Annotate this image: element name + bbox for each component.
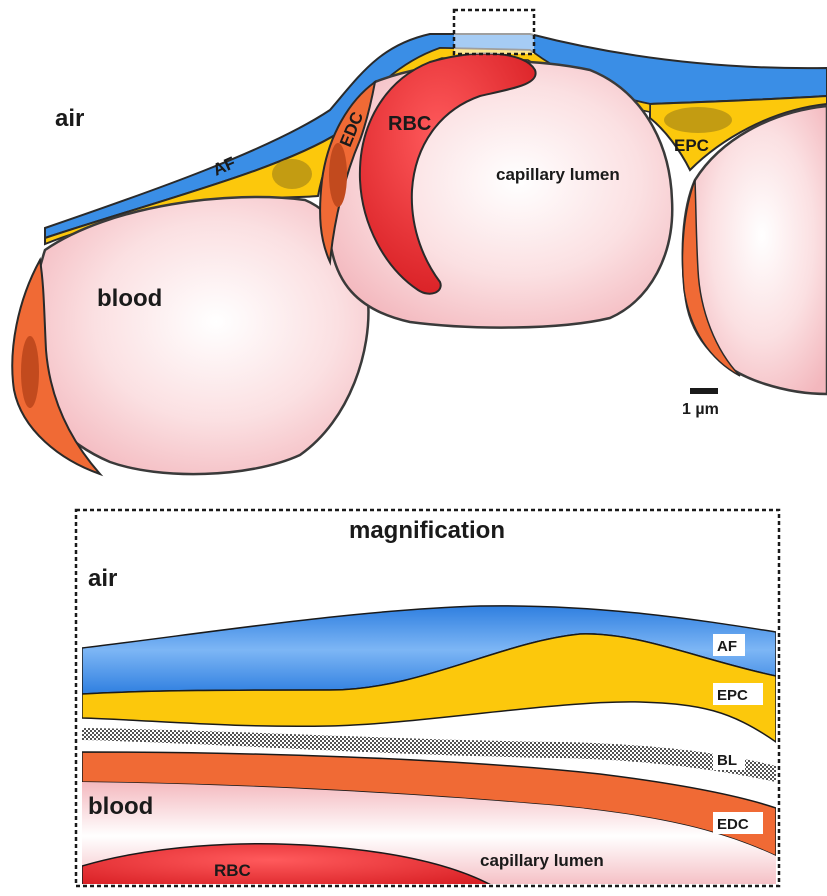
label-blood-top: blood <box>97 285 162 312</box>
endothelial-cell-left <box>11 256 104 477</box>
mag-label-blood: blood <box>88 793 153 820</box>
mag-label-epc: EPC <box>717 687 748 704</box>
label-rbc-top: RBC <box>388 113 431 135</box>
mag-endothelial-cell <box>82 751 776 857</box>
mag-label-bl: BL <box>717 752 737 769</box>
mag-label-rbc: RBC <box>214 861 251 880</box>
mag-label-air: air <box>88 565 117 592</box>
mag-label-capillary-lumen: capillary lumen <box>480 851 604 870</box>
left-capillary <box>28 195 370 476</box>
mag-basal-lamina <box>82 728 776 782</box>
mag-label-edc: EDC <box>717 816 749 833</box>
red-blood-cell <box>358 52 537 295</box>
magnification-panel: magnification air blood AF EPC BL EDC RB… <box>74 508 781 888</box>
epithelial-nucleus-right <box>664 107 732 133</box>
label-epc-top: EPC <box>674 136 709 155</box>
alveolar-wall-section: air blood capillary lumen RBC EDC EPC AF… <box>11 8 827 477</box>
mag-label-box-bl <box>713 748 745 770</box>
mag-label-af: AF <box>717 638 737 655</box>
mag-red-blood-cell <box>82 843 491 884</box>
mag-label-box-af <box>713 634 745 656</box>
mag-label-box-edc <box>713 812 763 834</box>
label-air-top: air <box>55 105 84 132</box>
endothelial-nucleus-edc <box>329 143 347 207</box>
epithelial-nucleus-left <box>272 159 312 189</box>
scale-bar <box>690 388 718 394</box>
endothelial-nucleus-left <box>21 336 39 408</box>
label-capillary-lumen-top: capillary lumen <box>496 165 620 184</box>
label-scale-bar: 1 µm <box>682 401 719 418</box>
mag-title: magnification <box>349 517 505 544</box>
mag-label-box-epc <box>713 683 763 705</box>
endothelial-cell-edc <box>319 79 377 266</box>
magnification-indicator-box <box>452 8 536 56</box>
endothelial-cell-right <box>681 179 741 377</box>
mag-epithelial-cell <box>82 633 776 743</box>
